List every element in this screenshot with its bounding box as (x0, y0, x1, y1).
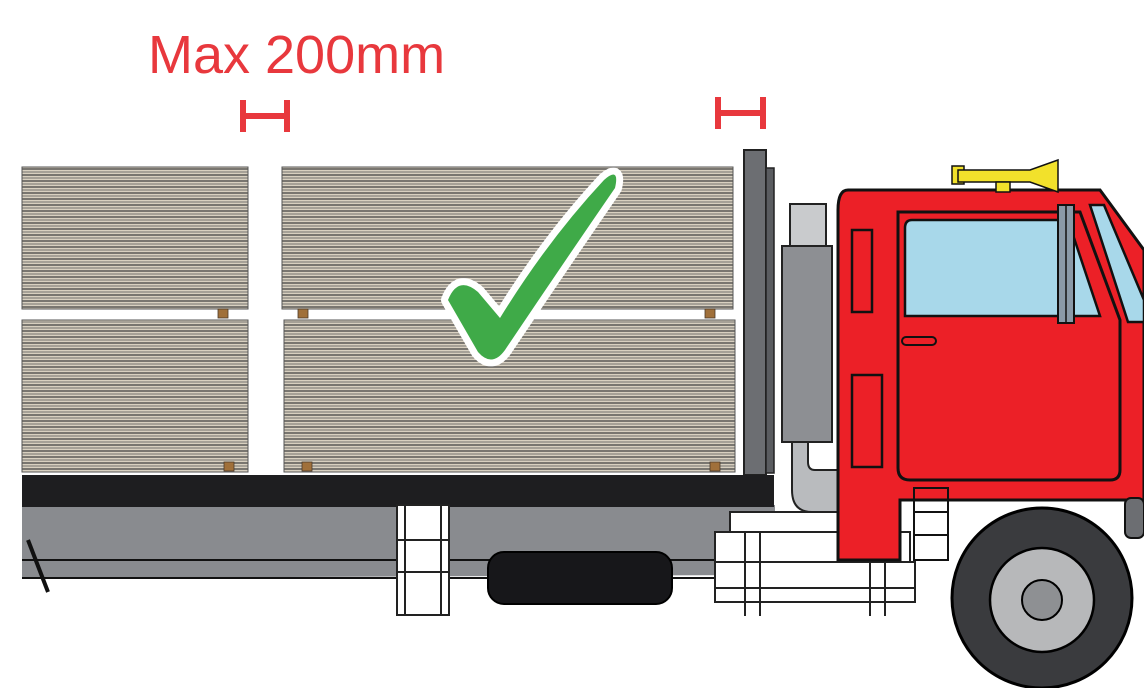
board-bottom-left (21, 319, 249, 473)
air-horn-icon (951, 158, 1059, 194)
max-gap-label: Max 200mm (148, 25, 446, 85)
board-top-left (21, 166, 249, 310)
gap-indicator-right-icon (715, 97, 766, 129)
gap-indicator-left-icon (240, 100, 290, 132)
board-top-right (281, 166, 734, 310)
front-wheel (950, 506, 1134, 688)
cab-window (903, 218, 1102, 318)
headboard (743, 149, 775, 476)
load-boards (21, 166, 736, 473)
ladder-step (396, 504, 450, 616)
approval-checkmark-icon (441, 167, 624, 367)
truck-cab (836, 188, 1144, 562)
exhaust-stack (781, 203, 841, 513)
fuel-tank (487, 551, 673, 605)
